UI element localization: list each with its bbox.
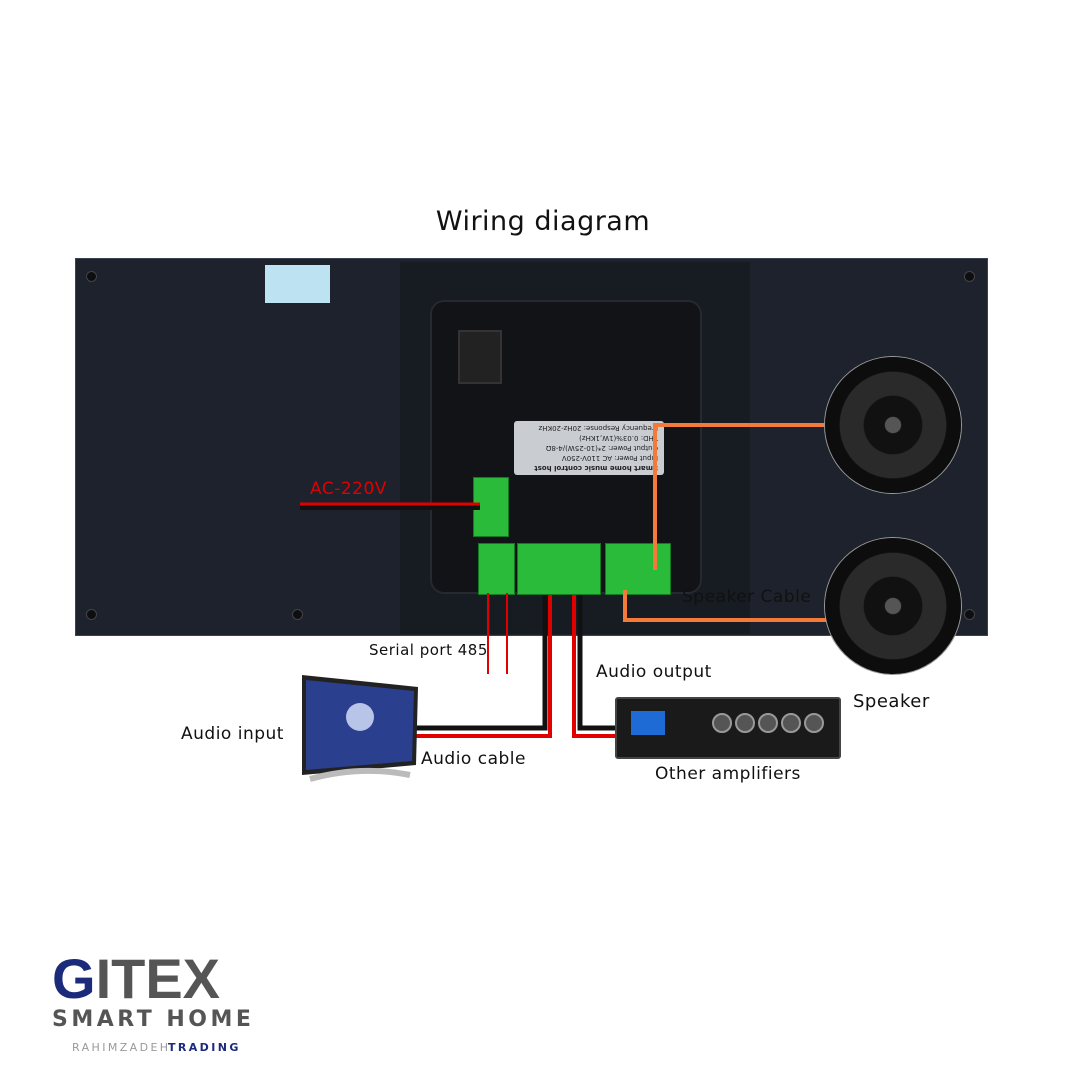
serial-terminal	[478, 543, 515, 595]
audio-input-label: Audio input	[181, 724, 284, 744]
logo-subtitle: SMART HOME	[52, 1007, 255, 1032]
ceiling-speaker	[825, 538, 961, 674]
speaker-cable-1	[653, 423, 828, 570]
logo-g: G	[52, 947, 96, 1010]
audio-output-cable	[577, 595, 618, 731]
serial-port-label: Serial port 485	[369, 641, 488, 659]
ethernet-port	[458, 330, 502, 384]
audio-input-cable	[412, 595, 548, 731]
logo-text: ITEX	[95, 947, 221, 1010]
audio-terminal	[517, 543, 601, 595]
speaker-label: Speaker	[853, 691, 930, 712]
screw-icon	[86, 271, 97, 282]
logo-trading-name: RAHIMZADEH	[72, 1041, 171, 1054]
screw-icon	[964, 271, 975, 282]
other-amplifiers-label: Other amplifiers	[655, 764, 801, 784]
gitex-logo: GITEX	[52, 946, 220, 1011]
tv-icon	[302, 675, 418, 782]
serial-sticker	[265, 265, 330, 303]
amplifier-display	[631, 711, 665, 735]
audio-cable-label: Audio cable	[421, 749, 526, 769]
speaker-cable-2	[623, 590, 828, 622]
knob-icon	[758, 713, 778, 733]
knob-icon	[781, 713, 801, 733]
audio-output-cable	[572, 595, 618, 738]
diagram-title: Wiring diagram	[435, 206, 651, 237]
logo-trading-word: TRADING	[168, 1041, 241, 1054]
ceiling-speaker	[825, 357, 961, 493]
screw-icon	[964, 609, 975, 620]
knob-icon	[804, 713, 824, 733]
speaker-cable-label: Speaker Cable	[682, 587, 812, 607]
screw-icon	[292, 609, 303, 620]
screw-icon	[86, 609, 97, 620]
audio-input-cable	[412, 595, 552, 738]
knob-icon	[735, 713, 755, 733]
audio-output-label: Audio output	[596, 662, 712, 682]
amplifier	[615, 697, 841, 759]
speaker-terminal	[605, 543, 671, 595]
knob-icon	[712, 713, 732, 733]
ac-label: AC-220V	[310, 479, 387, 499]
